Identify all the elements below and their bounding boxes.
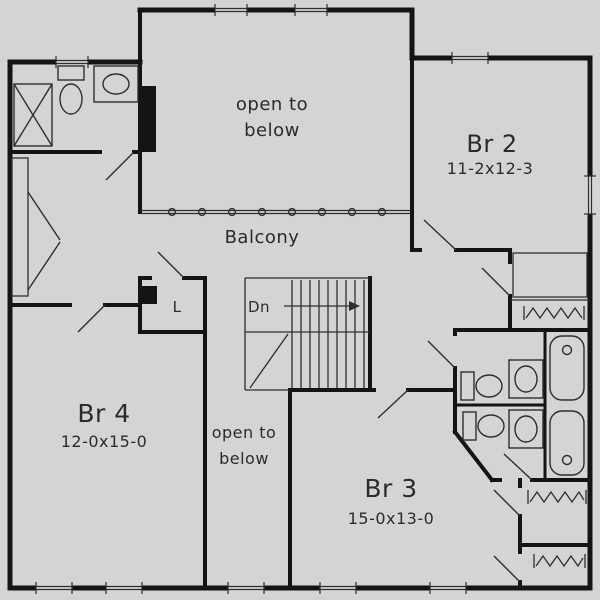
closet-rod-icon [533,554,586,568]
open-to-below-top-label-line1: open to [236,94,308,115]
linen-closet-label: L [173,298,182,316]
bathrooms-right [460,335,585,476]
windows [35,4,596,594]
sink-icon [508,409,544,449]
closets [11,157,588,568]
sink-icon [93,65,139,103]
bathroom-top-left [13,65,139,147]
linen-door-leaf [157,251,185,279]
br3-door-leaf [377,389,409,419]
chimney-chase [141,286,157,304]
bath1-door-leaf [427,340,456,369]
closet-door-leaf [493,555,521,583]
shelved-closet [11,157,29,297]
bathtub-icon [549,335,585,401]
br4-door-leaf [77,304,106,333]
closet-bifold-door-leaf [27,191,61,241]
room-labels: open to below Br 2 11-2x12-3 Balcony Dn … [61,94,534,528]
br4-label: Br 4 [77,399,130,428]
stair-break-line [249,333,289,389]
shelved-closet [512,252,588,298]
br4-dimensions: 12-0x15-0 [61,432,148,451]
balcony-label: Balcony [225,227,300,248]
closet-door-leaf [493,489,521,517]
br3-dimensions: 15-0x13-0 [348,509,435,528]
open-to-below-bottom-label-line2: below [219,449,269,468]
doors [27,151,533,583]
br3-label: Br 3 [364,474,417,503]
closet-rod-icon [527,490,587,504]
bathtub-icon [549,410,585,476]
closet-bifold-door-leaf [27,241,61,291]
balcony-railing [140,207,410,217]
toilet-icon [460,371,503,401]
bath2-door-leaf [503,453,533,481]
open-to-below-top-label-line2: below [244,120,300,141]
stairs-down-label: Dn [248,298,270,316]
closet-rod-icon [523,306,585,320]
sink-icon [508,359,544,399]
stairs [244,277,370,391]
open-to-below-bottom-label-line1: open to [212,423,277,442]
br2-label: Br 2 [466,130,517,158]
toilet-icon [462,411,505,441]
br2-dimensions: 11-2x12-3 [447,159,534,178]
bathroom-door-leaf [105,151,135,181]
shower-icon [13,83,53,147]
br2-door-leaf [423,219,457,251]
closet-door-leaf [481,267,511,297]
fireplace-chase [141,86,156,152]
interior-walls [8,8,592,590]
toilet-icon [57,65,85,115]
stairs-direction-arrow-icon [284,301,360,311]
